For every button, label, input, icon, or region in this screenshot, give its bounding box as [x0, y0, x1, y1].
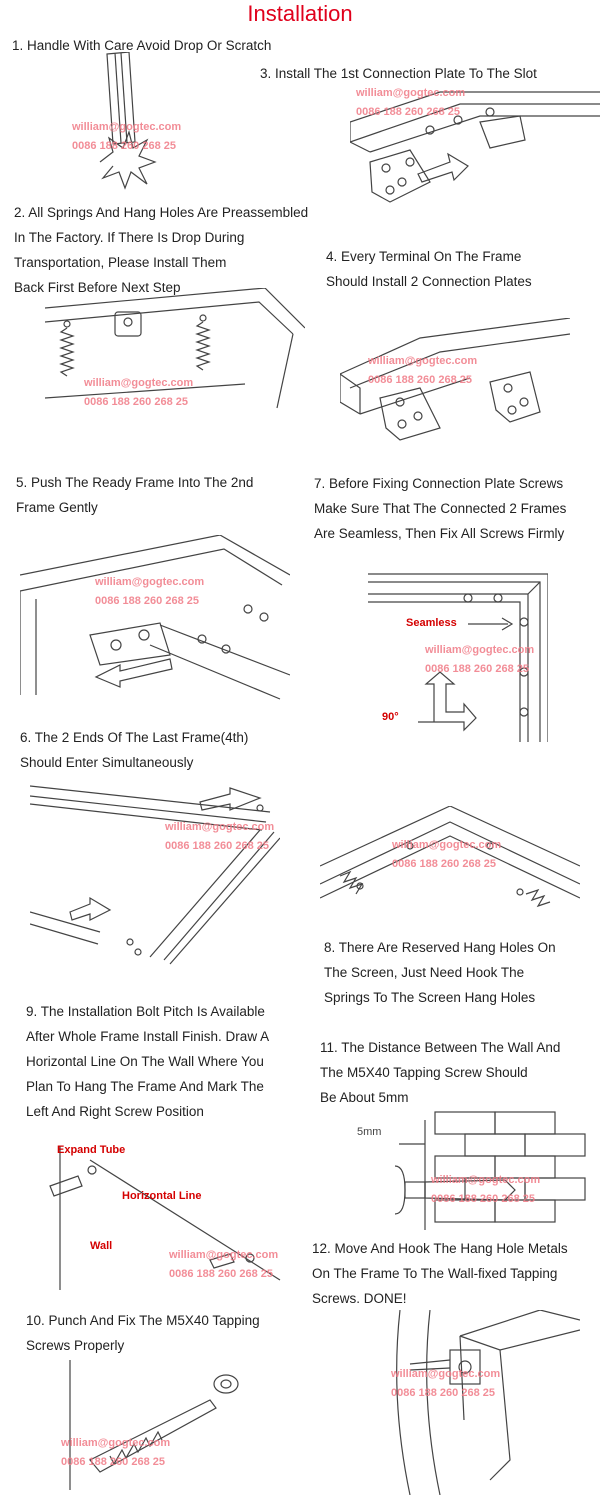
- page-title: Installation: [247, 1, 353, 26]
- fix-screws-illustration: [50, 1360, 260, 1490]
- seamless-label: Seamless: [406, 617, 457, 629]
- step-10-text: 10. Punch And Fix The M5X40 Tapping Scre…: [26, 1313, 260, 1353]
- expand-tube-label: Expand Tube: [57, 1144, 126, 1156]
- screen-springs-illustration: [320, 806, 580, 926]
- step-1-text: 1. Handle With Care Avoid Drop Or Scratc…: [12, 38, 272, 53]
- step-11-text: 11. The Distance Between The Wall And Th…: [320, 1040, 561, 1105]
- step-12-text: 12. Move And Hook The Hang Hole Metals O…: [312, 1241, 568, 1306]
- step-2-text: 2. All Springs And Hang Holes Are Preass…: [14, 205, 309, 295]
- step-6-text: 6. The 2 Ends Of The Last Frame(4th) Sho…: [20, 730, 249, 770]
- step-5-text: 5. Push The Ready Frame Into The 2nd Fra…: [16, 475, 254, 515]
- step-8-text: 8. There Are Reserved Hang Holes On The …: [324, 940, 556, 1005]
- connection-plate-illustration: [350, 82, 600, 222]
- five-mm-label: 5mm: [357, 1126, 382, 1138]
- springs-hang-holes-illustration: [45, 288, 305, 418]
- last-frame-illustration: [30, 782, 280, 972]
- angle-label: 90°: [382, 711, 399, 723]
- hook-frame-illustration: [390, 1310, 580, 1495]
- wall-label: Wall: [90, 1240, 113, 1252]
- step-9-text: 9. The Installation Bolt Pitch Is Availa…: [26, 1004, 270, 1119]
- drop-warning-illustration: [95, 52, 165, 192]
- step-4-text: 4. Every Terminal On The Frame Should In…: [326, 249, 532, 289]
- seamless-corner-illustration: [368, 572, 548, 742]
- step-7-text: 7. Before Fixing Connection Plate Screws…: [314, 476, 567, 541]
- wall-marking-illustration: [30, 1140, 300, 1290]
- horizontal-line-label: Horizontal Line: [122, 1190, 202, 1202]
- step-3-text: 3. Install The 1st Connection Plate To T…: [260, 66, 537, 81]
- terminal-plates-illustration: [340, 318, 570, 448]
- push-frame-illustration: [20, 535, 290, 705]
- screw-distance-illustration: [355, 1110, 600, 1240]
